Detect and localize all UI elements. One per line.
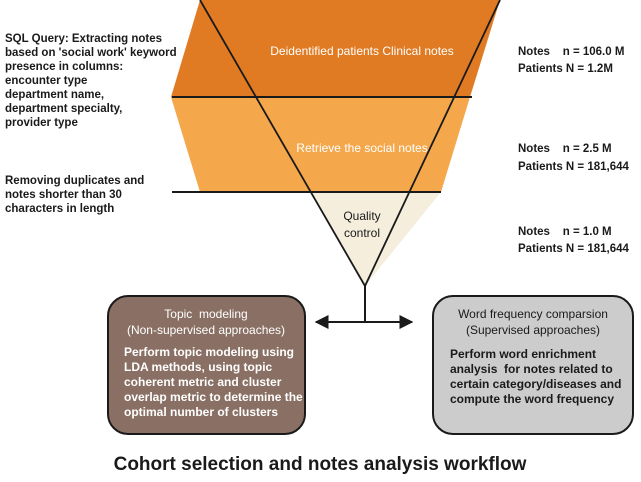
side-note-line: Removing duplicates and [5, 175, 144, 187]
funnel-stage-1-label: Deidentified patients Clinical notes [270, 44, 453, 58]
diagram-title: Cohort selection and notes analysis work… [114, 454, 527, 475]
side-note-line: notes shorter than 30 [5, 189, 122, 201]
topic-box-heading: Topic modeling [164, 307, 247, 321]
notes-count: Notes n = 1.0 M [518, 226, 612, 238]
funnel-stage-3-label-line-1: Quality [343, 209, 380, 223]
side-note-line: provider type [5, 117, 78, 129]
side-note-line: department specialty, [5, 103, 122, 115]
side-note-sql-query: SQL Query: Extracting notes based on 'so… [5, 33, 177, 129]
stats-stage-1: Notes n = 106.0 M Patients N = 1.2M [518, 46, 624, 75]
side-note-line: presence in columns: [5, 61, 123, 73]
word-box-line: Perform word enrichment [450, 347, 596, 361]
side-note-line: characters in length [5, 203, 114, 215]
funnel-stage-2-label: Retrieve the social notes [296, 141, 427, 155]
patients-count: Patients N = 1.2M [518, 63, 613, 75]
word-box-line: analysis for notes related to [450, 362, 613, 376]
word-box-heading: Word frequency comparsion [458, 307, 608, 321]
side-note-line: department name, [5, 89, 104, 101]
funnel-stage-1 [171, 0, 500, 97]
stats-stage-2: Notes n = 2.5 M Patients N = 181,644 [518, 143, 630, 173]
topic-box-line: LDA methods, using topic [124, 360, 273, 374]
patients-count: Patients N = 181,644 [518, 161, 630, 173]
funnel-stage-2 [171, 97, 470, 192]
funnel [171, 0, 501, 288]
word-frequency-box: Word frequency comparsion (Supervised ap… [432, 295, 634, 435]
side-note-dedup: Removing duplicates and notes shorter th… [5, 175, 144, 215]
word-box-line: certain category/diseases and [450, 377, 621, 391]
notes-count: Notes n = 106.0 M [518, 46, 624, 58]
topic-box-subheading: (Non-supervised approaches) [127, 323, 285, 337]
notes-count: Notes n = 2.5 M [518, 143, 612, 155]
word-box-subheading: (Supervised approaches) [466, 323, 600, 337]
topic-box-line: overlap metric to determine the [124, 390, 303, 404]
topic-box-line: optimal number of clusters [124, 405, 278, 419]
side-note-line: based on 'social work' keyword [5, 47, 177, 59]
side-note-line: SQL Query: Extracting notes [5, 33, 162, 45]
word-box-line: compute the word frequency [450, 392, 614, 406]
stats-stage-3: Notes n = 1.0 M Patients N = 181,644 [518, 226, 630, 255]
patients-count: Patients N = 181,644 [518, 243, 630, 255]
side-note-line: encounter type [5, 75, 87, 87]
funnel-stage-3-label-line-2: control [344, 226, 380, 240]
topic-box-line: Perform topic modeling using [124, 345, 294, 359]
funnel-stage-3 [312, 192, 441, 286]
topic-box-line: coherent metric and cluster [124, 375, 282, 389]
topic-modeling-box: Topic modeling (Non-supervised approache… [107, 295, 306, 435]
